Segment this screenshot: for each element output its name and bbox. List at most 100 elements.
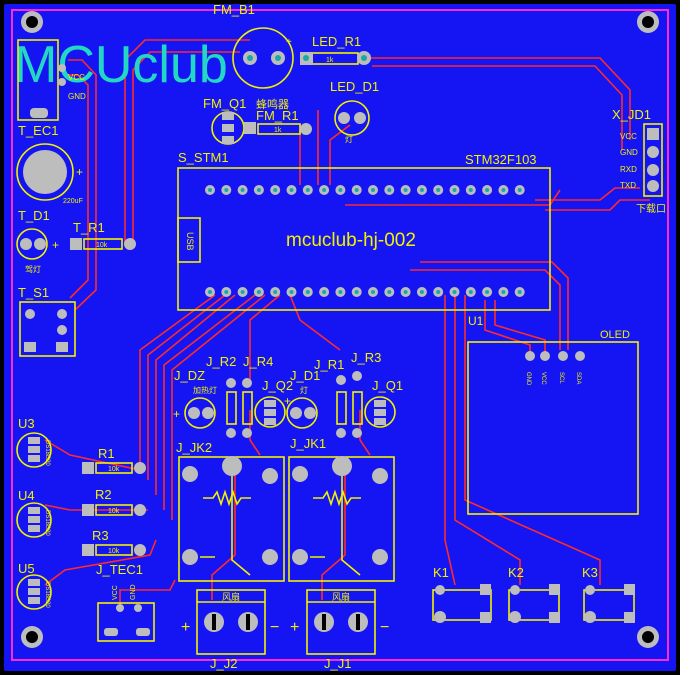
mcu-pin-hole xyxy=(468,188,473,192)
k1-label: K1 xyxy=(433,565,449,580)
fm-b1-buzzer: FM_B1 + xyxy=(213,2,294,89)
mcu-pin-hole xyxy=(485,188,490,192)
mcu-pin-hole xyxy=(338,188,343,192)
mcu-pin-hole xyxy=(240,188,245,192)
svg-text:−: − xyxy=(270,619,279,636)
r3-label: R3 xyxy=(92,528,109,543)
t-s1-label: T_S1 xyxy=(18,285,49,300)
svg-text:DS18B20: DS18B20 xyxy=(44,510,50,536)
mcu-pin-hole xyxy=(371,290,375,294)
mcu-pin-hole xyxy=(322,188,327,192)
heat-lamp-driver: J_DZ 加热灯 + J_R2 J_R4 J_Q2 xyxy=(173,354,293,438)
svg-text:1k: 1k xyxy=(274,127,282,134)
svg-text:TXD: TXD xyxy=(620,181,636,190)
svg-text:DS18B20: DS18B20 xyxy=(44,582,50,608)
copper-traces xyxy=(44,39,650,610)
t-tc1-sensor: VCC GND xyxy=(17,39,86,121)
u4-label: U4 xyxy=(18,488,35,503)
t-r1-resistor: 10k T_R1 xyxy=(70,220,136,250)
svg-text:GND: GND xyxy=(130,584,137,600)
mcu-pin-hole xyxy=(322,290,327,294)
mcu-top-header xyxy=(205,185,525,195)
mcu-pin-hole xyxy=(468,290,473,294)
led-r1-resistor: 1k LED_R1 xyxy=(300,34,371,65)
j-j2-terminal: 风扇 + − J_J2 xyxy=(181,589,279,671)
mcu-pin-hole xyxy=(517,290,522,294)
mcu-pin-hole xyxy=(273,290,278,294)
svg-text:+: + xyxy=(286,37,292,48)
mcu-pin-hole xyxy=(289,290,294,294)
mcu-pin-hole xyxy=(305,188,310,192)
j-q1-label: J_Q1 xyxy=(372,378,403,393)
r1-resistor: 10k R1 xyxy=(82,446,146,474)
svg-text:1k: 1k xyxy=(326,57,334,64)
mcu-pin-hole xyxy=(517,188,522,192)
t-ec1-capacitor: T_EC1 + 220uF xyxy=(16,123,83,205)
mcu-pin-hole xyxy=(419,290,424,294)
t-r1-label: T_R1 xyxy=(73,220,105,235)
svg-text:−: − xyxy=(380,619,389,636)
u5-ds18b20: U5 DS18B20 xyxy=(16,561,52,610)
u4-ds18b20: U4 DS18B20 xyxy=(16,488,52,538)
t-ec1-label: T_EC1 xyxy=(18,123,58,138)
led-d1-label: LED_D1 xyxy=(330,79,379,94)
led-d1: LED_D1 灯 xyxy=(330,79,379,144)
mcu-pin-hole xyxy=(208,188,212,192)
svg-text:+: + xyxy=(52,238,59,252)
j-tec1-label: J_TEC1 xyxy=(96,562,143,577)
svg-text:风扇: 风扇 xyxy=(332,591,350,602)
t-s1-switch: T_S1 xyxy=(18,285,76,357)
mcu-pin-hole xyxy=(256,188,261,192)
j-j1-label: J_J1 xyxy=(324,656,351,671)
svg-text:10k: 10k xyxy=(108,466,120,473)
mcu-pin-hole xyxy=(436,188,441,192)
relay-j-jk1: J_JK1 xyxy=(288,436,395,582)
svg-text:VCC: VCC xyxy=(540,372,546,385)
mcu-pin-hole xyxy=(256,290,261,294)
usb-label: USB xyxy=(185,232,195,251)
mcu-pin-hole xyxy=(208,290,212,294)
mcu-pin-hole xyxy=(403,188,408,192)
x-jd1-label: X_JD1 xyxy=(612,107,651,122)
k1-button: K1 xyxy=(432,565,492,623)
mcu-pin-hole xyxy=(485,290,490,294)
r1-label: R1 xyxy=(98,446,115,461)
mcu-pin-hole xyxy=(240,290,245,294)
u3-ds18b20: U3 DS18B20 xyxy=(16,416,52,468)
svg-text:+: + xyxy=(181,619,190,636)
svg-text:VCC: VCC xyxy=(112,585,119,600)
mcu-pin-hole xyxy=(419,188,424,192)
svg-text:GND: GND xyxy=(620,148,638,157)
k3-label: K3 xyxy=(582,565,598,580)
mcu-pin-hole xyxy=(403,290,408,294)
mounting-holes xyxy=(21,11,659,648)
r2-label: R2 xyxy=(95,487,112,502)
svg-text:10k: 10k xyxy=(108,548,120,555)
k2-button: K2 xyxy=(508,565,560,623)
r2-resistor: 10k R2 xyxy=(82,487,146,516)
mcu-label: STM32F103 xyxy=(465,152,537,167)
mcu-pin-hole xyxy=(354,290,359,294)
svg-text:+: + xyxy=(76,165,83,179)
svg-text:SCL: SCL xyxy=(558,372,564,384)
svg-text:10k: 10k xyxy=(96,242,108,249)
mcu-pin-hole xyxy=(224,290,229,294)
svg-text:+: + xyxy=(284,394,291,408)
u3-label: U3 xyxy=(18,416,35,431)
led-r1-label: LED_R1 xyxy=(312,34,361,49)
fm-r1-label: FM_R1 xyxy=(256,108,299,123)
mcu-pin-hole xyxy=(371,188,375,192)
j-r4-label: J_R4 xyxy=(243,354,273,369)
mcu-pin-hole xyxy=(387,290,392,294)
svg-text:风扇: 风扇 xyxy=(222,591,240,602)
mcu-pin-hole xyxy=(273,188,278,192)
mcu-pin-hole xyxy=(305,290,310,294)
j-tec1-connector: J_TEC1 VCC GND xyxy=(96,562,155,642)
j-d1-label: J_D1 xyxy=(290,368,320,383)
t-d1-label: T_D1 xyxy=(18,208,50,223)
mcu-pin-hole xyxy=(224,188,229,192)
mcu-pin-hole xyxy=(501,290,506,294)
relay-j-jk2: J_JK2 xyxy=(176,440,285,582)
